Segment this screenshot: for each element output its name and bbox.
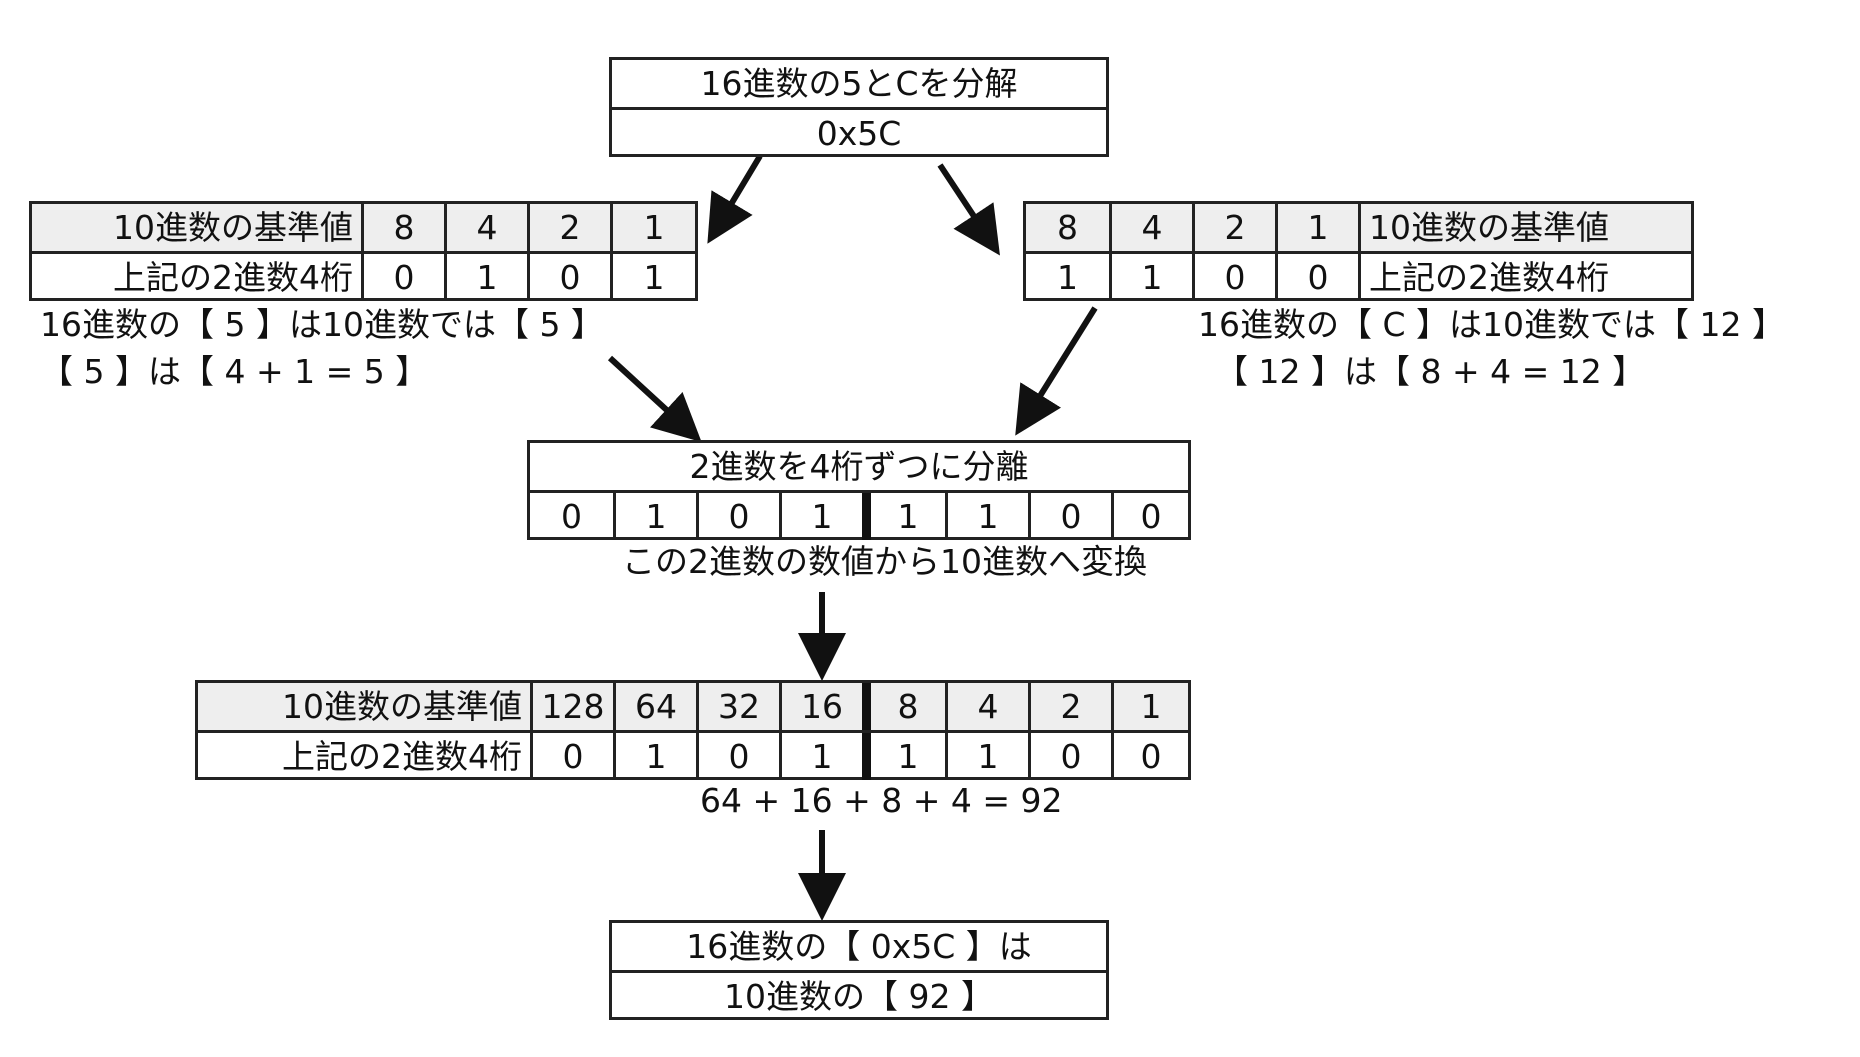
top-box-hex-value: 0x5C: [816, 114, 902, 153]
result-box: 16進数の【 0x5C 】は 10進数の【 92 】: [609, 920, 1109, 1020]
arrow-left-to-middle: [607, 355, 702, 443]
left-note-2: 【 5 】は【 4 + 1 = 5 】: [40, 352, 429, 391]
split-bit: 1: [945, 493, 1028, 540]
weight-value: 16: [779, 683, 862, 730]
result-line-1: 16進数の【 0x5C 】は: [686, 927, 1032, 966]
weights-table: 10進数の基準値 128 64 32 16 8 4 2 1 上記の2進数4桁 0…: [195, 680, 1191, 780]
left-bit: 0: [361, 254, 444, 301]
left-bit: 1: [610, 254, 695, 301]
right-header-value: 1: [1275, 204, 1358, 251]
right-bit: 1: [1109, 254, 1192, 301]
right-header-value: 8: [1026, 204, 1109, 251]
left-bit: 0: [527, 254, 610, 301]
weights-bits-label: 上記の2進数4桁: [282, 737, 522, 776]
weights-bit: 0: [1111, 733, 1188, 780]
right-header-value: 2: [1192, 204, 1275, 251]
conversion-note: この2進数の数値から10進数へ変換: [622, 542, 1147, 581]
right-bit: 1: [1057, 258, 1078, 297]
right-bit: 0: [1192, 254, 1275, 301]
split-bit: 0: [561, 497, 582, 536]
weight-value: 32: [696, 683, 779, 730]
right-bit: 0: [1275, 254, 1358, 301]
weights-bit: 1: [613, 733, 696, 780]
left-nibble-table: 10進数の基準値 8 4 2 1 上記の2進数4桁 0 1 0 1: [29, 201, 698, 301]
weight-value: 1: [1111, 683, 1188, 730]
left-header-value: 2: [527, 204, 610, 251]
left-bit: 1: [444, 254, 527, 301]
split-binary-title: 2進数を4桁ずつに分離: [689, 447, 1029, 486]
left-bits-label: 上記の2進数4桁: [113, 258, 353, 297]
right-nibble-table: 8 4 2 1 10進数の基準値 1 1 0 0 上記の2進数4桁: [1023, 201, 1694, 301]
weights-bit: 1: [862, 733, 945, 780]
weights-bit: 0: [696, 733, 779, 780]
left-header-label: 10進数の基準値: [32, 204, 361, 251]
result-line-2: 10進数の【 92 】: [724, 977, 994, 1016]
split-bit: 0: [696, 493, 779, 540]
weight-value: 2: [1028, 683, 1111, 730]
top-box-title: 16進数の5とCを分解: [700, 64, 1018, 103]
arrow-right-to-middle: [1015, 306, 1098, 436]
right-header-value: 4: [1109, 204, 1192, 251]
weights-bit: 1: [945, 733, 1028, 780]
split-bit: 1: [862, 493, 945, 540]
split-bit: 1: [613, 493, 696, 540]
arrow-top-to-right: [937, 163, 1000, 256]
left-header-value: 4: [444, 204, 527, 251]
weights-bit: 0: [1028, 733, 1111, 780]
split-bit: 1: [779, 493, 862, 540]
sum-equation: 64 + 16 + 8 + 4 = 92: [700, 781, 1063, 820]
right-bits-label: 上記の2進数4桁: [1358, 254, 1691, 301]
top-box: 16進数の5とCを分解 0x5C: [609, 57, 1109, 157]
split-bit: 0: [1028, 493, 1111, 540]
weight-value: 8: [862, 683, 945, 730]
weights-header-label: 10進数の基準値: [198, 683, 530, 730]
split-binary-box: 2進数を4桁ずつに分離 0 1 0 1 1 1 0 0: [527, 440, 1191, 540]
right-note-2: 【 12 】は【 8 + 4 = 12 】: [1215, 352, 1646, 391]
right-header-label: 10進数の基準値: [1358, 204, 1691, 251]
weight-value: 128: [530, 683, 613, 730]
split-bit: 0: [1111, 493, 1188, 540]
left-header-value: 8: [361, 204, 444, 251]
weight-value: 64: [613, 683, 696, 730]
left-note-1: 16進数の【 5 】は10進数では【 5 】: [40, 305, 604, 344]
arrow-top-to-left: [707, 154, 763, 244]
weights-bit: 1: [779, 733, 862, 780]
left-header-value: 1: [610, 204, 695, 251]
right-note-1: 16進数の【 C 】は10進数では【 12 】: [1198, 305, 1785, 344]
weights-bit: 0: [530, 733, 613, 780]
weight-value: 4: [945, 683, 1028, 730]
